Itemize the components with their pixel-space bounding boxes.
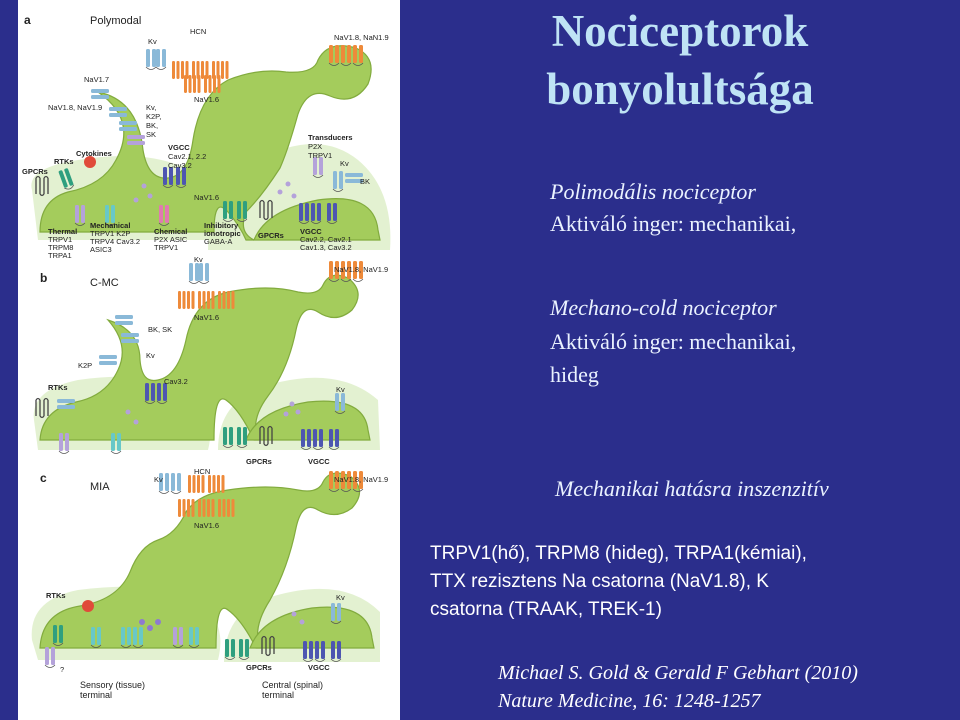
label-b-kv-top: Kv: [194, 255, 203, 264]
label-c-gpcrs: GPCRs: [246, 663, 272, 672]
citation-journal: Nature Medicine, 16: 1248-1257: [498, 690, 761, 712]
label-c-question: ?: [60, 665, 64, 674]
label-b-kv-right: Kv: [336, 385, 345, 394]
cmc-stimulus-cont: hideg: [550, 362, 599, 387]
label-a-kv-right: Kv: [340, 159, 349, 168]
label-a-nav18-nan19: NaV1.8, NaN1.9: [334, 33, 389, 42]
label-b-k2p: K2P: [78, 361, 92, 370]
label-a-vgcc: VGCC Cav2.1, 2.2 Cav3.2: [168, 143, 208, 170]
slide-title: Nociceptorok bonyolultsága: [400, 2, 960, 118]
label-c-nav18-nav19: NaV1.8, NaV1.9: [334, 475, 388, 484]
panel-b-neuron: [39, 274, 359, 441]
panel-b-name: C-MC: [90, 277, 119, 289]
polymodal-stimulus: Aktiváló inger: mechanikai,: [550, 211, 797, 236]
label-b-nav16: NaV1.6: [194, 313, 219, 322]
panel-c-letter: c: [40, 471, 47, 485]
nociceptor-figure: a Polymodal Kv HCN NaV1.8, NaN1.9 NaV1.7…: [18, 0, 400, 720]
label-a-cytokines: Cytokines: [76, 149, 112, 158]
panel-a-name: Polymodal: [90, 15, 141, 27]
label-b-nav18-nav19: NaV1.8, NaV1.9: [334, 265, 388, 274]
ion-channels: [35, 44, 364, 668]
left-border-strip: [0, 0, 18, 720]
label-a-k-channels: Kv, K2P, BK, SK: [146, 103, 163, 139]
label-a-nav16-top: NaV1.6: [194, 95, 219, 104]
label-a-nav16-mid: NaV1.6: [194, 193, 219, 202]
label-c-kv-top: Kv: [154, 475, 163, 484]
label-b-bk-sk: BK, SK: [148, 325, 172, 334]
channels-line-2: TTX rezisztens Na csatorna (NaV1.8), K: [430, 571, 769, 592]
label-c-hcn: HCN: [194, 467, 210, 476]
panel-c: [31, 472, 380, 662]
label-c-rtks: RTKs: [46, 591, 66, 600]
cmc-title: Mechano-cold nociceptor: [550, 295, 777, 320]
channels-line-3: csatorna (TRAAK, TREK-1): [430, 599, 662, 620]
label-a-gpcrs-mid: GPCRs: [258, 231, 284, 240]
label-central-terminal: Central (spinal) terminal: [262, 680, 326, 700]
panel-c-neuron: [39, 472, 361, 649]
label-a-mechanical: Mechanical TRPV1 K2P TRPV4 Cav3.2 ASIC3: [90, 221, 142, 254]
label-a-rtks: RTKs: [54, 157, 74, 166]
label-sensory-terminal: Sensory (tissue) terminal: [80, 680, 148, 700]
label-a-inhibitory: Inhibitory ionotropic GABA-A: [204, 221, 243, 246]
label-c-nav16: NaV1.6: [194, 521, 219, 530]
label-b-gpcrs: GPCRs: [246, 457, 272, 466]
label-a-vgcc2: VGCC Cav2.2, Cav2.1 Cav1.3, Cav3.2: [300, 227, 354, 252]
label-b-kv-left: Kv: [146, 351, 155, 360]
channels-line-1: TRPV1(hő), TRPM8 (hideg), TRPA1(kémiai),: [430, 543, 807, 564]
label-a-bk: BK: [360, 177, 370, 186]
title-line-1: Nociceptorok: [551, 6, 809, 56]
label-a-gpcrs-left: GPCRs: [22, 167, 48, 176]
label-a-nav18-nav19: NaV1.8, NaV1.9: [48, 103, 102, 112]
citation-authors: Michael S. Gold & Gerald F Gebhart (2010…: [498, 662, 858, 684]
label-b-cav32: Cav3.2: [164, 377, 188, 386]
panel-b-letter: b: [40, 271, 47, 285]
label-a-chemical: Chemical P2X ASIC TRPV1: [154, 227, 189, 252]
label-a-transducers: Transducers P2X TRPV1: [308, 133, 355, 160]
label-b-vgcc: VGCC: [308, 457, 330, 466]
label-a-thermal: Thermal TRPV1 TRPM8 TRPA1: [48, 227, 79, 260]
label-a-nav17: NaV1.7: [84, 75, 109, 84]
polymodal-title: Polimodális nociceptor: [550, 179, 756, 204]
cmc-stimulus: Aktiváló inger: mechanikai,: [550, 329, 797, 354]
label-b-rtks: RTKs: [48, 383, 68, 392]
label-c-kv-right: Kv: [336, 593, 345, 602]
mia-title: Mechanikai hatásra inszenzitív: [555, 476, 829, 501]
panel-c-name: MIA: [90, 481, 110, 493]
label-c-vgcc: VGCC: [308, 663, 330, 672]
panel-a-letter: a: [24, 13, 31, 27]
label-a-kv-top: Kv: [148, 37, 157, 46]
label-a-hcn: HCN: [190, 27, 206, 36]
title-line-2: bonyolultsága: [546, 64, 814, 114]
